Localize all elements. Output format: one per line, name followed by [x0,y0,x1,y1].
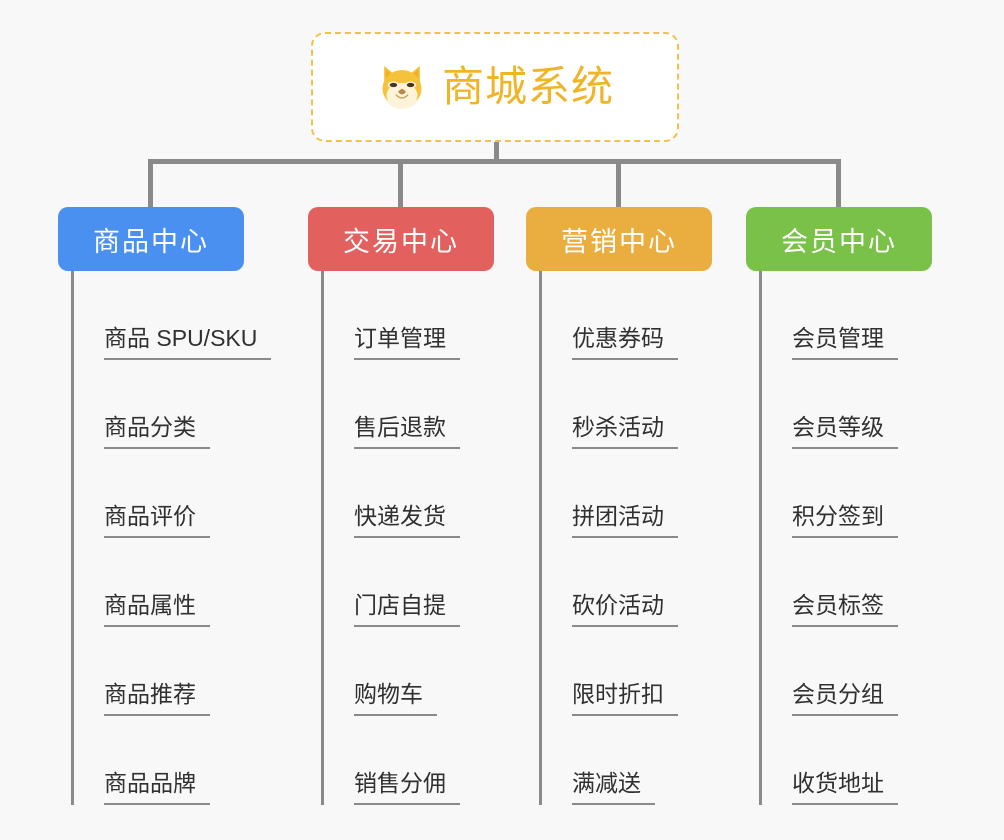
leaf-label: 门店自提 [354,592,460,627]
leaf-label: 商品品牌 [104,770,210,805]
leaf-item[interactable]: 售后退款 [324,360,494,449]
leaf-item[interactable]: 商品推荐 [74,627,271,716]
leaf-item[interactable]: 商品评价 [74,449,271,538]
leaf-label: 购物车 [354,681,437,716]
leaf-label: 商品评价 [104,503,210,538]
leaf-label: 积分签到 [792,503,898,538]
leaf-label: 会员标签 [792,592,898,627]
leaf-item[interactable]: 积分签到 [762,449,932,538]
branch-product-center: 商品中心 商品 SPU/SKU 商品分类 商品评价 商品属性 商品推荐 商品品牌 [58,207,272,805]
leaf-item[interactable]: 订单管理 [324,271,494,360]
root-node[interactable]: 商城系统 [311,32,679,142]
connector-drop-member-center [836,159,841,207]
branch-body-member-center: 会员管理 会员等级 积分签到 会员标签 会员分组 收货地址 [759,271,932,805]
leaf-label: 订单管理 [354,325,460,360]
leaf-label: 满减送 [572,770,655,805]
leaf-item[interactable]: 秒杀活动 [542,360,712,449]
connector-drop-trade-center [398,159,403,207]
branch-trade-center: 交易中心 订单管理 售后退款 快递发货 门店自提 购物车 销售分佣 [308,207,494,805]
leaf-item[interactable]: 拼团活动 [542,449,712,538]
leaf-item[interactable]: 门店自提 [324,538,494,627]
leaf-label: 会员管理 [792,325,898,360]
leaf-item[interactable]: 快递发货 [324,449,494,538]
branch-head-label: 商品中心 [93,226,209,257]
connector-drop-product-center [148,159,153,207]
leaf-label: 商品分类 [104,414,210,449]
leaf-label: 商品属性 [104,592,210,627]
leaf-item[interactable]: 商品 SPU/SKU [74,271,272,360]
leaf-item[interactable]: 会员管理 [762,271,932,360]
connector-root-stem [494,142,499,164]
leaf-item[interactable]: 商品属性 [74,538,271,627]
leaf-label: 优惠券码 [572,325,678,360]
leaf-item[interactable]: 购物车 [324,627,494,716]
branch-head-trade-center[interactable]: 交易中心 [308,207,494,271]
leaf-label: 快递发货 [354,503,460,538]
leaf-label: 限时折扣 [572,681,678,716]
leaf-label: 商品推荐 [104,681,210,716]
root-label: 商城系统 [441,63,614,110]
leaf-item[interactable]: 优惠券码 [542,271,712,360]
leaf-label: 售后退款 [354,414,460,449]
connector-horizontal-bus [148,159,841,164]
leaf-label: 商品 SPU/SKU [104,325,272,360]
branch-head-product-center[interactable]: 商品中心 [58,207,244,271]
leaf-item[interactable]: 砍价活动 [542,538,712,627]
branch-body-trade-center: 订单管理 售后退款 快递发货 门店自提 购物车 销售分佣 [321,271,494,805]
branch-head-label: 营销中心 [561,226,677,257]
branch-body-product-center: 商品 SPU/SKU 商品分类 商品评价 商品属性 商品推荐 商品品牌 [71,271,272,805]
leaf-label: 会员分组 [792,681,898,716]
shiba-dog-face-icon [382,65,422,109]
branch-marketing-center: 营销中心 优惠券码 秒杀活动 拼团活动 砍价活动 限时折扣 满减送 [526,207,712,805]
branch-body-marketing-center: 优惠券码 秒杀活动 拼团活动 砍价活动 限时折扣 满减送 [539,271,712,805]
branch-head-marketing-center[interactable]: 营销中心 [526,207,712,271]
leaf-label: 收货地址 [792,770,898,805]
leaf-label: 砍价活动 [572,592,678,627]
leaf-item[interactable]: 收货地址 [762,716,932,805]
leaf-label: 销售分佣 [354,770,460,805]
leaf-item[interactable]: 限时折扣 [542,627,712,716]
branch-head-label: 会员中心 [781,226,897,257]
branch-member-center: 会员中心 会员管理 会员等级 积分签到 会员标签 会员分组 收货地址 [746,207,932,805]
leaf-item[interactable]: 会员分组 [762,627,932,716]
leaf-label: 秒杀活动 [572,414,678,449]
leaf-item[interactable]: 会员标签 [762,538,932,627]
leaf-item[interactable]: 商品分类 [74,360,271,449]
connector-drop-marketing-center [616,159,621,207]
leaf-label: 拼团活动 [572,503,678,538]
branch-head-label: 交易中心 [343,226,459,257]
branch-head-member-center[interactable]: 会员中心 [746,207,932,271]
leaf-item[interactable]: 商品品牌 [74,716,271,805]
leaf-item[interactable]: 销售分佣 [324,716,494,805]
leaf-label: 会员等级 [792,414,898,449]
leaf-item[interactable]: 满减送 [542,716,712,805]
leaf-item[interactable]: 会员等级 [762,360,932,449]
